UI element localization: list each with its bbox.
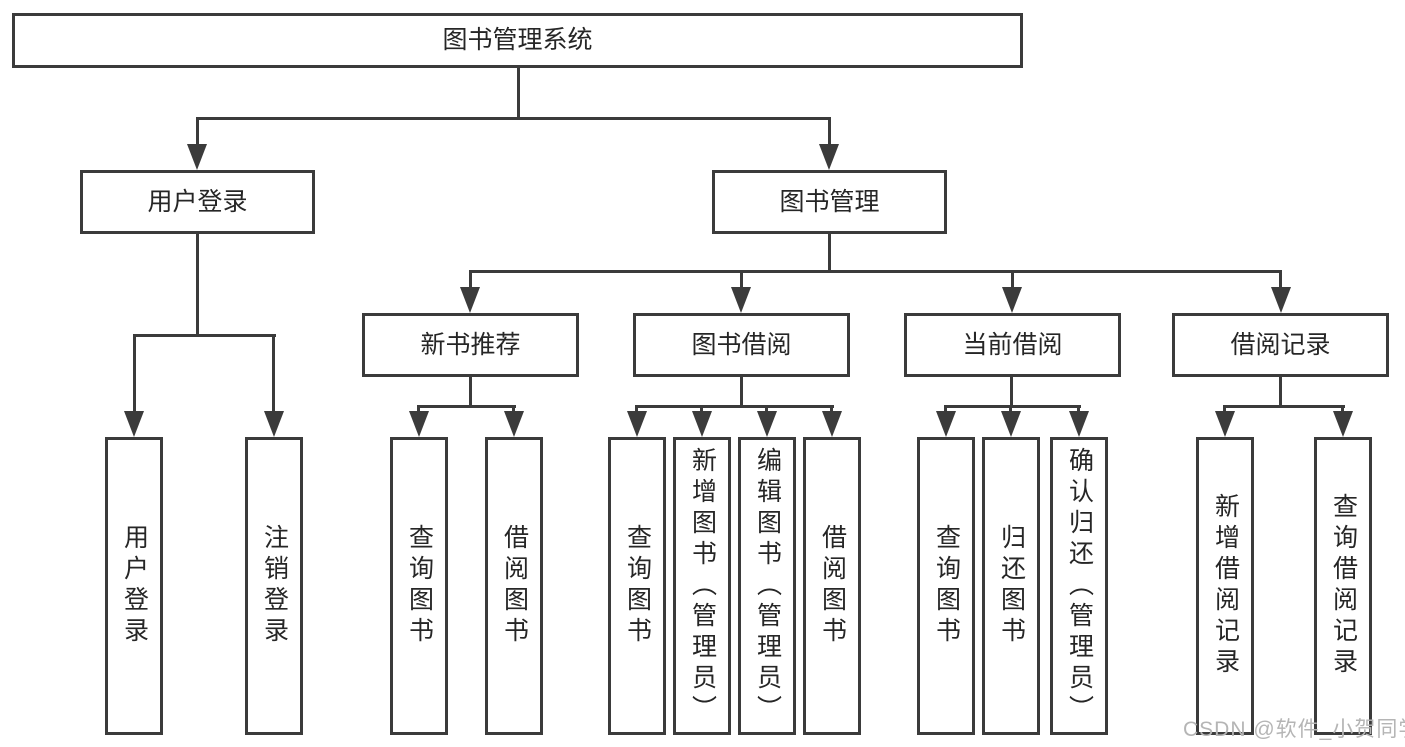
node-leaf-query-books-borrowing: 查询图书	[608, 437, 666, 735]
node-leaf-return-book: 归还图书	[982, 437, 1040, 735]
connector-line-v	[196, 234, 199, 337]
connector-drop	[700, 405, 703, 413]
node-leaf-query-borrow-record: 查询借阅记录	[1314, 437, 1372, 735]
node-book-borrowing: 图书借阅	[633, 313, 850, 377]
node-leaf-edit-book-admin: 编辑图书（管理员）	[738, 437, 796, 735]
arrow-down-icon	[936, 411, 956, 437]
arrow-down-icon	[731, 287, 751, 313]
connector-line-v	[517, 67, 520, 118]
arrow-down-icon	[124, 411, 144, 437]
connector-drop	[417, 405, 420, 413]
arrow-down-icon	[692, 411, 712, 437]
watermark-text: CSDN @软件_小贺同学	[1183, 718, 1405, 741]
node-leaf-borrow-books-borrowing: 借阅图书	[803, 437, 861, 735]
node-user-login: 用户登录	[80, 170, 315, 234]
connector-line-v	[740, 377, 743, 408]
connector-line-h	[417, 405, 516, 408]
connector-line-v	[828, 234, 831, 272]
node-leaf-add-borrow-record: 新增借阅记录	[1196, 437, 1254, 735]
connector-line-v	[1279, 377, 1282, 408]
connector-line-h	[133, 334, 276, 337]
node-leaf-confirm-return-admin: 确认归还（管理员）	[1050, 437, 1108, 735]
arrow-down-icon	[460, 287, 480, 313]
arrow-down-icon	[1002, 287, 1022, 313]
node-leaf-add-book-admin: 新增图书（管理员）	[673, 437, 731, 735]
arrow-down-icon	[264, 411, 284, 437]
arrow-down-icon	[504, 411, 524, 437]
arrow-down-icon	[822, 411, 842, 437]
connector-line-h	[469, 270, 1282, 273]
node-book-management: 图书管理	[712, 170, 947, 234]
arrow-down-icon	[1001, 411, 1021, 437]
connector-drop	[133, 334, 136, 413]
connector-drop	[944, 405, 947, 413]
arrow-down-icon	[1271, 287, 1291, 313]
arrow-down-icon	[627, 411, 647, 437]
connector-line-h	[635, 405, 834, 408]
node-leaf-borrow-books-recommend: 借阅图书	[485, 437, 543, 735]
connector-drop	[1341, 405, 1344, 413]
arrow-down-icon	[1215, 411, 1235, 437]
connector-line-h	[196, 117, 831, 120]
connector-drop	[1279, 270, 1282, 289]
node-new-book-recommendation: 新书推荐	[362, 313, 579, 377]
connector-drop	[272, 334, 275, 413]
connector-drop	[469, 270, 472, 289]
node-library-system: 图书管理系统	[12, 13, 1023, 68]
connector-drop	[828, 117, 831, 146]
connector-drop	[1009, 405, 1012, 413]
arrow-down-icon	[819, 144, 839, 170]
connector-drop	[1011, 270, 1014, 289]
connector-line-h	[1223, 405, 1345, 408]
connector-line-v	[469, 377, 472, 408]
connector-drop	[1077, 405, 1080, 413]
connector-drop	[512, 405, 515, 413]
node-leaf-query-books-current: 查询图书	[917, 437, 975, 735]
arrow-down-icon	[1333, 411, 1353, 437]
connector-line-h	[944, 405, 1081, 408]
arrow-down-icon	[409, 411, 429, 437]
node-borrowing-records: 借阅记录	[1172, 313, 1389, 377]
connector-drop	[830, 405, 833, 413]
arrow-down-icon	[757, 411, 777, 437]
connector-drop	[196, 117, 199, 146]
node-leaf-logout: 注销登录	[245, 437, 303, 735]
node-leaf-user-login: 用户登录	[105, 437, 163, 735]
arrow-down-icon	[187, 144, 207, 170]
connector-drop	[635, 405, 638, 413]
node-current-borrowing: 当前借阅	[904, 313, 1121, 377]
arrow-down-icon	[1069, 411, 1089, 437]
node-leaf-query-books-recommend: 查询图书	[390, 437, 448, 735]
connector-drop	[765, 405, 768, 413]
connector-line-v	[1010, 377, 1013, 408]
connector-drop	[1223, 405, 1226, 413]
connector-drop	[740, 270, 743, 289]
